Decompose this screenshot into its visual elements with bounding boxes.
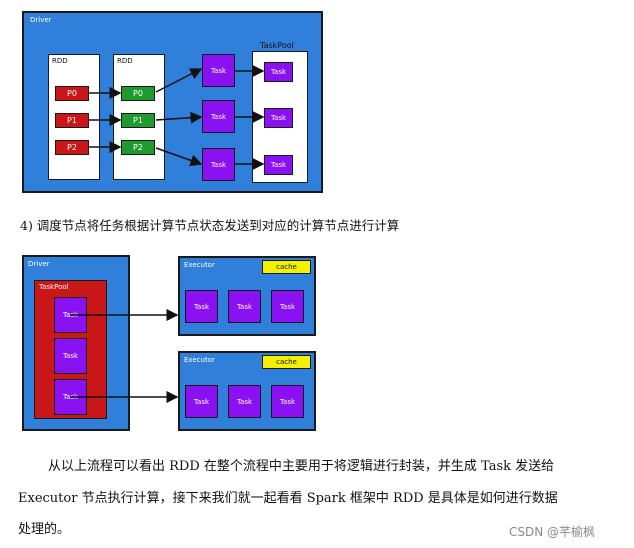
step-4-text: 4) 调度节点将任务根据计算节点状态发送到对应的计算节点进行计算 [20, 218, 400, 233]
task-box: Task [54, 338, 87, 374]
partition-p1-left: P1 [55, 113, 89, 128]
paragraph-line-3: 处理的。 [18, 522, 71, 537]
watermark: CSDN @芊榆枫 [509, 525, 596, 539]
paragraph-line-1: 从以上流程可以看出 RDD 在整个流程中主要用于将逻辑进行封装，并生成 Task… [48, 459, 555, 474]
cache-box: cache [262, 355, 311, 369]
task-box: Task [202, 54, 235, 87]
partition-p2-left: P2 [55, 140, 89, 155]
taskpool-label: TaskPool [39, 283, 69, 291]
cache-label: cache [276, 357, 297, 366]
task-box: Task [228, 290, 261, 323]
driver-label: Driver [28, 260, 50, 268]
task-box: Task [185, 385, 218, 418]
cache-box: cache [262, 260, 311, 274]
cache-label: cache [276, 262, 297, 271]
executor-label: Executor [184, 356, 215, 364]
partition-p1-right: P1 [121, 113, 155, 128]
rdd-label: RDD [117, 57, 133, 65]
task-box: Task [228, 385, 261, 418]
task-box: Task [271, 290, 304, 323]
taskpool-label: TaskPool [260, 41, 294, 50]
task-box: Task [264, 108, 293, 128]
partition-p0-right: P0 [121, 86, 155, 101]
task-box: Task [264, 155, 293, 175]
rdd-label: RDD [52, 57, 68, 65]
task-box: Task [202, 100, 235, 133]
task-box: Task [264, 62, 293, 82]
task-box: Task [271, 385, 304, 418]
paragraph-line-2: Executor 节点执行计算，接下来我们就一起看看 Spark 框架中 RDD… [18, 491, 558, 506]
executor-label: Executor [184, 261, 215, 269]
driver-label: Driver [30, 16, 52, 24]
task-box: Task [185, 290, 218, 323]
partition-p2-right: P2 [121, 140, 155, 155]
partition-p0-left: P0 [55, 86, 89, 101]
task-box: Task [202, 148, 235, 181]
